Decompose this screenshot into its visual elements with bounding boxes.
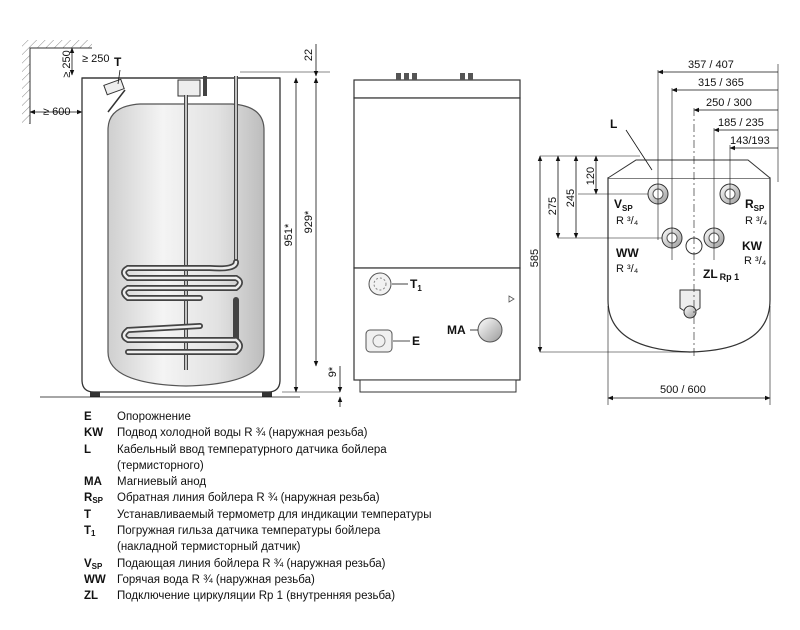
dim-120: 120 — [585, 167, 597, 185]
legend-description: (термисторного) — [117, 459, 204, 472]
legend-description: Подвод холодной воды R ¾ (наружная резьб… — [117, 427, 368, 440]
legend-item: (накладной термисторный датчик) — [84, 539, 784, 555]
label-WW-thread: R ³/₄ — [616, 263, 639, 275]
dim-250: 250 / 300 — [706, 97, 752, 109]
legend-item: T Устанавливаемый термометр для индикации… — [84, 507, 784, 523]
label-VSP: VSP — [614, 197, 633, 213]
dim-245: 245 — [565, 189, 577, 207]
legend-code — [84, 458, 117, 474]
section-view: ≥ 250 ≥ 250 ≥ 600 — [22, 40, 343, 407]
dim-143: 143/193 — [730, 135, 770, 147]
dim-wall-top: ≥ 250 — [82, 53, 109, 65]
label-WW: WW — [616, 246, 639, 260]
label-T: T — [114, 55, 122, 69]
technical-drawing: ≥ 250 ≥ 250 ≥ 600 — [22, 40, 779, 407]
legend-item: E Опорожнение — [84, 409, 784, 425]
legend-item: WW Горячая вода R ¾ (наружная резьба) — [84, 572, 784, 588]
dim-500: 500 / 600 — [660, 384, 706, 396]
legend-code: T — [84, 508, 92, 521]
dim-585: 585 — [529, 249, 541, 267]
dim-929: 929* — [303, 210, 315, 233]
dim-22: 22 — [303, 49, 315, 61]
label-RSP-thread: R ³/₄ — [745, 215, 768, 227]
legend-item: MA Магниевый анод — [84, 474, 784, 490]
legend-description: Обратная линия бойлера R ¾ (наружная рез… — [117, 492, 380, 505]
legend-code: T1 — [84, 525, 96, 539]
legend-description: Устанавливаемый термометр для индикации … — [117, 508, 432, 521]
legend-item: (термисторного) — [84, 458, 784, 474]
top-view: L 357 / 407 315 / 365 250 / 300 185 / 23… — [529, 59, 779, 405]
legend-code: RSP — [84, 492, 103, 506]
dim-357: 357 / 407 — [688, 59, 734, 71]
label-L: L — [610, 117, 617, 131]
label-RSP: RSP — [745, 197, 765, 213]
dim-9: 9* — [327, 366, 339, 377]
wall-hatch-top — [30, 40, 92, 48]
label-E: E — [412, 334, 420, 348]
legend-code: VSP — [84, 557, 103, 571]
legend-item: RSP Обратная линия бойлера R ¾ (наружная … — [84, 490, 784, 506]
legend-item: VSP Подающая линия бойлера R ¾ (наружная … — [84, 556, 784, 572]
dim-wall-top-rotated: ≥ 250 — [61, 50, 73, 77]
legend-code: MA — [84, 476, 102, 489]
legend-description: Погружная гильза датчика температуры бой… — [117, 525, 381, 538]
dim-951: 951* — [283, 223, 295, 246]
dim-185: 185 / 235 — [718, 117, 764, 129]
dim-315: 315 / 365 — [698, 77, 744, 89]
legend-code — [84, 539, 117, 555]
legend-code: L — [84, 443, 92, 456]
dim-275: 275 — [547, 197, 559, 215]
legend-item: KW Подвод холодной воды R ¾ (наружная рез… — [84, 425, 784, 441]
legend-item: ZL Подключение циркуляции Rp 1 (внутрення… — [84, 588, 784, 604]
legend-code: E — [84, 411, 92, 423]
legend-description: Подключение циркуляции Rp 1 (внутренняя … — [117, 590, 396, 603]
legend-code: KW — [84, 427, 104, 440]
legend-item: L Кабельный ввод температурного датчика б… — [84, 442, 784, 458]
legend-description: Магниевый анод — [117, 476, 207, 489]
legend-description: (накладной термисторный датчик) — [117, 541, 301, 554]
dim-wall-side: ≥ 600 — [43, 106, 70, 118]
front-view: T1 E MA — [353, 73, 521, 393]
legend-item: T1 Погружная гильза датчика температуры б… — [84, 523, 784, 539]
label-T1: T1 — [410, 277, 422, 293]
label-KW-thread: R ³/₄ — [744, 255, 767, 267]
legend-description: Кабельный ввод температурного датчика бо… — [117, 443, 387, 456]
legend-code: WW — [84, 573, 106, 586]
legend-description: Горячая вода R ¾ (наружная резьба) — [117, 573, 315, 586]
label-KW: KW — [742, 239, 763, 253]
legend-code: ZL — [84, 590, 99, 603]
label-VSP-thread: R ³/₄ — [616, 215, 639, 227]
legend-description: Подающая линия бойлера R ¾ (наружная рез… — [117, 557, 386, 570]
legend-description: Опорожнение — [117, 411, 191, 423]
wall-hatch-side — [22, 40, 30, 124]
label-MA: MA — [447, 323, 466, 337]
